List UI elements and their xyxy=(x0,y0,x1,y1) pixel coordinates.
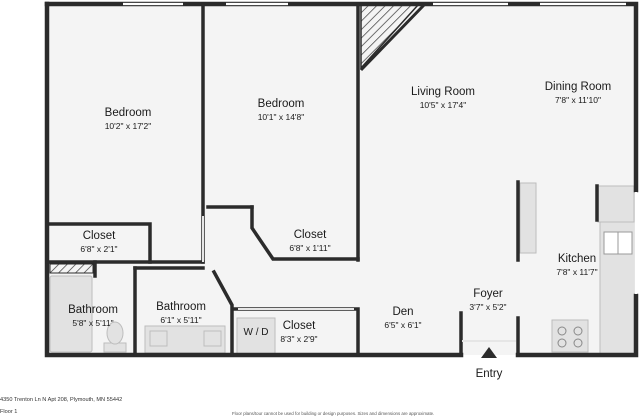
fixtures xyxy=(49,182,637,357)
cooktop-burners xyxy=(557,326,583,348)
fridge xyxy=(597,185,635,223)
room-dims: 3'7" x 5'2" xyxy=(469,302,506,312)
bathtub xyxy=(49,275,93,353)
room-dims: 10'2" x 17'2" xyxy=(105,121,152,131)
windows xyxy=(123,2,638,294)
washer-dryer xyxy=(236,317,276,355)
entry-arrow-icon xyxy=(481,347,497,358)
room-name: Dining Room xyxy=(545,81,611,93)
room-name: Kitchen xyxy=(558,253,596,265)
room-dims: 10'5" x 17'4" xyxy=(420,100,467,110)
sink-right xyxy=(203,330,222,347)
room-dims: 6'1" x 5'11" xyxy=(160,315,201,325)
room-dims: 6'5" x 6'1" xyxy=(384,320,421,330)
room-name: Living Room xyxy=(411,86,475,98)
room-dims: 8'3" x 2'9" xyxy=(280,334,317,344)
door-openings xyxy=(202,216,516,342)
washer-dryer-label: W / D xyxy=(244,327,269,338)
room-name: Bathroom xyxy=(68,304,118,316)
counter-island xyxy=(519,182,537,254)
room-dims: 7'8" x 11'7" xyxy=(556,267,597,277)
room-dims: 6'8" x 2'1" xyxy=(80,244,117,254)
room-dims: 5'8" x 5'11" xyxy=(72,318,113,328)
room-name: Closet xyxy=(294,229,327,241)
kitchen-sink xyxy=(603,231,633,255)
property-address: 4350 Trenton Ln N Apt 208, Plymouth, MN … xyxy=(0,397,123,403)
room-dims: 10'1" x 14'8" xyxy=(258,112,305,122)
room-name: Bathroom xyxy=(156,301,206,313)
entry-label: Entry xyxy=(476,368,503,380)
toilet-bowl xyxy=(106,321,124,345)
room-name: Closet xyxy=(283,320,316,332)
room-dims: 6'8" x 1'11" xyxy=(289,243,330,253)
oven xyxy=(551,319,589,353)
floor-label: Floor 1 xyxy=(0,409,18,415)
room-name: Bedroom xyxy=(258,98,305,110)
room-labels: Bedroom 10'2" x 17'2" Bedroom 10'1" x 14… xyxy=(68,81,611,380)
bath-hatch xyxy=(49,263,94,274)
room-name: Closet xyxy=(83,230,116,242)
room-name: Bedroom xyxy=(105,107,152,119)
room-name: Den xyxy=(392,306,413,318)
room-name: Foyer xyxy=(473,288,503,300)
room-dims: 7'8" x 11'10" xyxy=(555,95,601,105)
stair-edge xyxy=(359,3,426,72)
disclaimer-text: Floor plans/tour cannot be used for buil… xyxy=(232,411,435,416)
sink-left xyxy=(149,330,168,347)
